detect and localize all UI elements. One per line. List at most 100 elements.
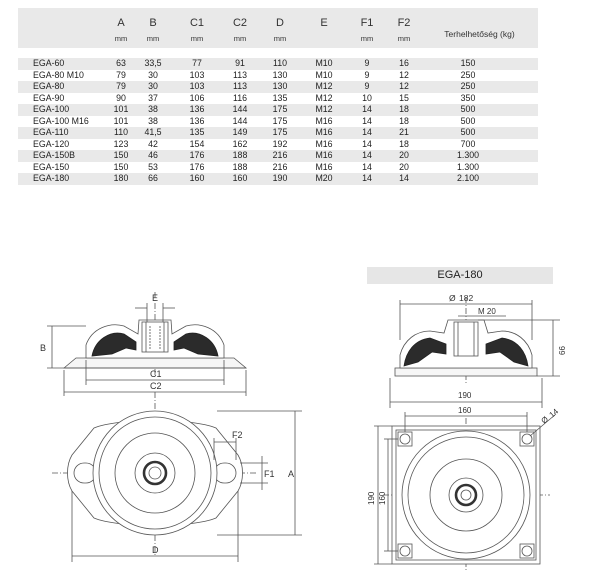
table-cell: M10 bbox=[315, 58, 333, 68]
table-cell: 136 bbox=[189, 104, 205, 114]
table-cell: 18 bbox=[399, 115, 409, 126]
label-b: B bbox=[40, 343, 46, 353]
table-cell: 150 bbox=[460, 58, 476, 68]
table-cell: 175 bbox=[272, 127, 288, 137]
table-cell: 33,5 bbox=[144, 58, 162, 68]
label-190-vertical: 190 bbox=[367, 491, 376, 505]
table-cell: 20 bbox=[399, 161, 409, 172]
table-cell: EGA-180 bbox=[33, 173, 70, 183]
table-cell: 30 bbox=[148, 81, 158, 91]
table-cell: M10 bbox=[315, 69, 333, 80]
table-cell: EGA-80 M10 bbox=[33, 69, 84, 80]
table-cell: 188 bbox=[232, 161, 248, 172]
table-cell: 41,5 bbox=[144, 127, 162, 137]
table-cell: 18 bbox=[399, 138, 409, 149]
table-cell: 14 bbox=[362, 104, 372, 114]
label-160-horizontal: 160 bbox=[458, 406, 472, 415]
table-cell: 9 bbox=[364, 69, 370, 80]
table-cell: M20 bbox=[315, 173, 333, 183]
table-cell: 130 bbox=[272, 69, 288, 80]
table-cell: 154 bbox=[189, 138, 205, 149]
table-cell: 15 bbox=[399, 92, 409, 103]
table-cell: 14 bbox=[362, 115, 372, 126]
table-cell: M12 bbox=[315, 104, 333, 114]
table-cell: 150 bbox=[113, 161, 129, 172]
table-cell: 135 bbox=[272, 92, 288, 103]
table-cell: 53 bbox=[148, 161, 158, 172]
col-a-header: A bbox=[117, 17, 125, 29]
table-cell: 188 bbox=[232, 150, 248, 160]
table-cell: 90 bbox=[116, 92, 126, 103]
table-cell: 14 bbox=[362, 138, 372, 149]
label-d: D bbox=[152, 545, 159, 555]
table-cell: 9 bbox=[364, 81, 370, 91]
table-cell: 130 bbox=[272, 81, 288, 91]
col-b-header: B bbox=[149, 17, 157, 29]
table-cell: 14 bbox=[362, 127, 372, 137]
label-f2: F2 bbox=[232, 430, 243, 440]
table-cell: 21 bbox=[399, 127, 409, 137]
table-cell: 79 bbox=[116, 69, 126, 80]
table-cell: M16 bbox=[315, 138, 333, 149]
table-cell: 136 bbox=[189, 115, 205, 126]
table-cell: 500 bbox=[460, 104, 476, 114]
table-cell: 250 bbox=[460, 69, 476, 80]
left-side-view bbox=[47, 292, 248, 396]
table-cell: 176 bbox=[189, 161, 205, 172]
col-a-unit: mm bbox=[114, 34, 128, 43]
table-cell: 14 bbox=[362, 173, 372, 183]
table-cell: 149 bbox=[232, 127, 248, 137]
table-cell: EGA-100 bbox=[33, 104, 70, 114]
col-f2-header: F2 bbox=[397, 17, 411, 29]
table-cell: EGA-150B bbox=[33, 150, 76, 160]
table-cell: 250 bbox=[460, 81, 476, 91]
table-cell: 38 bbox=[148, 115, 158, 126]
table-cell: EGA-100 M16 bbox=[33, 115, 89, 126]
table-cell: EGA-90 bbox=[33, 92, 65, 103]
table-cell: 79 bbox=[116, 81, 126, 91]
table-cell: 116 bbox=[232, 92, 248, 103]
col-c2-header: C2 bbox=[232, 17, 248, 29]
table-cell: 113 bbox=[232, 81, 248, 91]
table-cell: 46 bbox=[148, 150, 158, 160]
table-cell: 1.300 bbox=[456, 150, 479, 160]
table-cell: 192 bbox=[272, 138, 288, 149]
table-cell: 110 bbox=[272, 58, 288, 68]
col-d-unit: mm bbox=[273, 34, 287, 43]
table-cell: 18 bbox=[399, 104, 409, 114]
table-cell: M12 bbox=[315, 92, 333, 103]
table-cell: 91 bbox=[235, 58, 245, 68]
table-cell: M16 bbox=[315, 115, 333, 126]
label-f1: F1 bbox=[264, 469, 275, 479]
table-cell: 63 bbox=[116, 58, 126, 68]
col-f1-unit: mm bbox=[360, 34, 374, 43]
table-cell: 113 bbox=[232, 69, 248, 80]
table-cell: 2.100 bbox=[456, 173, 479, 183]
table-cell: 66 bbox=[148, 173, 158, 183]
table-cell: 101 bbox=[113, 104, 129, 114]
table-cell: 38 bbox=[148, 104, 158, 114]
left-top-view bbox=[52, 392, 302, 562]
table-cell: M16 bbox=[315, 127, 333, 137]
table-cell: 190 bbox=[272, 173, 288, 183]
table-cell: 42 bbox=[148, 138, 158, 149]
label-66: 66 bbox=[558, 346, 567, 355]
diameter-symbol-182: Ø bbox=[449, 293, 456, 303]
table-cell: 37 bbox=[148, 92, 158, 103]
table-cell: 12 bbox=[399, 81, 409, 91]
col-f2-unit: mm bbox=[397, 34, 411, 43]
table-cell: 180 bbox=[113, 173, 129, 183]
ega180-title: EGA-180 bbox=[367, 267, 553, 284]
table-cell: 30 bbox=[148, 69, 158, 80]
table-cell: 350 bbox=[460, 92, 476, 103]
table-cell: 162 bbox=[232, 138, 248, 149]
table-cell: 9 bbox=[364, 58, 370, 68]
table-cell: 10 bbox=[362, 92, 372, 103]
label-e: E bbox=[152, 293, 158, 303]
